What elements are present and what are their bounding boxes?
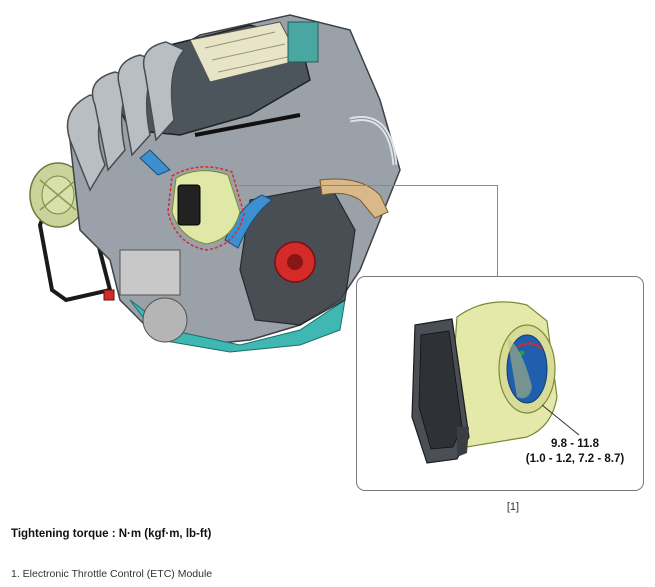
tightening-torque-heading: Tightening torque : N·m (kgf·m, lb-ft) (11, 528, 212, 540)
detail-callout (356, 276, 644, 491)
exhaust-manifold (119, 249, 188, 343)
throttle-body-detail (411, 301, 580, 464)
torque-kgf-lbft: (1.0 - 1.2, 7.2 - 8.7) (525, 453, 625, 465)
alternator (29, 162, 87, 228)
intake-manifold (66, 41, 186, 192)
intake-pipe (319, 178, 389, 219)
engine-illustration (29, 14, 401, 353)
callout-reference-label: [1] (506, 501, 520, 513)
leader-line-vertical (497, 185, 498, 276)
legend-item: 1. Electronic Throttle Control (ETC) Mod… (11, 568, 213, 580)
top-component (287, 21, 319, 63)
leader-line-horizontal (238, 185, 498, 186)
etc-module-location (167, 166, 245, 251)
torque-spec: 9.8 - 11.8 (1.0 - 1.2, 7.2 - 8.7) (510, 437, 640, 467)
oil-pan (129, 298, 346, 353)
torque-nm: 9.8 - 11.8 (551, 438, 599, 450)
